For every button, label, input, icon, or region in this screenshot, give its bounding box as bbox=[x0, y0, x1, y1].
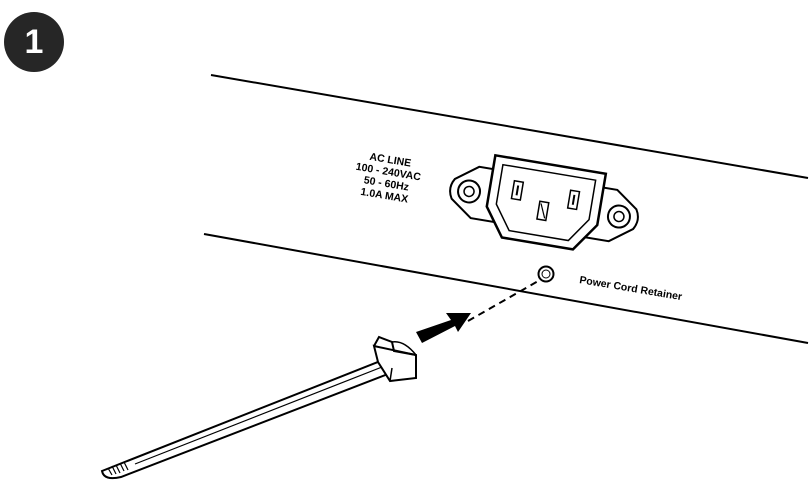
ac-power-inlet bbox=[449, 153, 639, 251]
cable-tie-grip bbox=[107, 461, 129, 476]
cable-tie-strap-ridge bbox=[134, 366, 383, 465]
mounting-screw-right bbox=[606, 204, 631, 229]
ac-rating-label: AC LINE 100 - 240VAC 50 - 60Hz 1.0A MAX bbox=[355, 151, 422, 206]
retainer-hole bbox=[537, 265, 555, 283]
cable-tie bbox=[100, 335, 417, 480]
insertion-guide-line bbox=[467, 279, 541, 322]
step-number-badge: 1 bbox=[4, 12, 64, 72]
pin-left bbox=[510, 179, 525, 201]
pin-right bbox=[566, 189, 581, 211]
panel-bottom-edge bbox=[203, 233, 809, 344]
pin-ground bbox=[536, 200, 550, 222]
step-number: 1 bbox=[24, 22, 44, 61]
inlet-inner-frame bbox=[495, 163, 597, 242]
panel-top-edge bbox=[210, 74, 809, 179]
direction-arrow bbox=[416, 313, 471, 343]
mounting-screw-left bbox=[457, 179, 482, 204]
retainer-label: Power Cord Retainer bbox=[579, 274, 683, 303]
